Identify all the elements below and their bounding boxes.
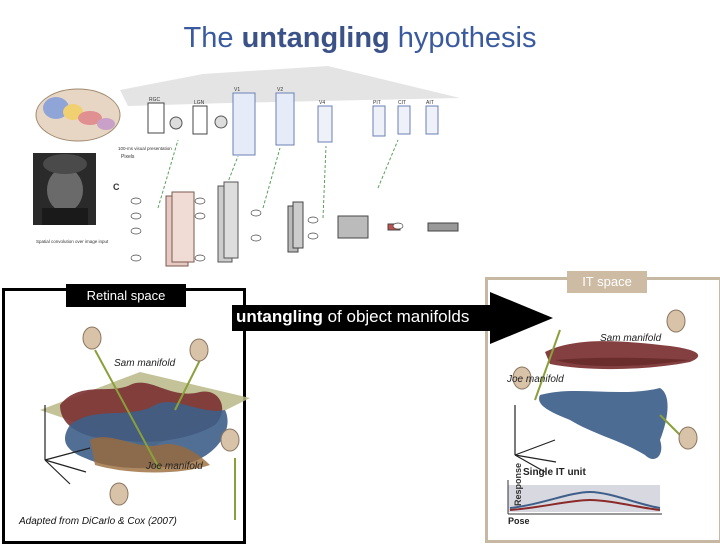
single-unit-label: Single IT unit <box>523 467 586 478</box>
retinal-space-panel <box>2 288 246 544</box>
spatial-label: Spatial convolution over image input <box>36 239 109 244</box>
projection-cone <box>120 66 460 106</box>
figure-credit: Adapted from DiCarlo & Cox (2007) <box>19 516 177 527</box>
ventral-stream-figure: RGC LGN V1 V2 V4 PIT CIT AIT Pixels 100-… <box>33 66 460 267</box>
arrow-emphasis: untangling <box>236 307 323 326</box>
portrait-photo <box>33 153 96 225</box>
title-text-end: hypothesis <box>389 22 537 54</box>
area-label-v1: V1 <box>234 87 240 93</box>
cnn-layer-stacks <box>165 181 459 267</box>
pose-axis-label: Pose <box>508 516 530 526</box>
joe-manifold-label-right: Joe manifold <box>507 374 564 385</box>
slide-title: The untangling hypothesis <box>0 22 720 55</box>
pixels-label: Pixels <box>121 154 135 160</box>
latency-label: 100-ms visual presentation <box>118 146 172 151</box>
area-label-cit: CIT <box>398 100 406 106</box>
area-label-v4: V4 <box>319 100 325 106</box>
area-label-rgc: RGC <box>149 97 161 103</box>
area-label-pit: PIT <box>373 100 381 106</box>
area-label-ait: AIT <box>426 100 434 106</box>
arrow-rest-text: of object manifolds <box>322 307 470 326</box>
operation-nodes <box>130 197 404 262</box>
joe-manifold-label-left: Joe manifold <box>146 461 203 472</box>
it-space-label: IT space <box>567 271 647 293</box>
untangling-arrow-label: untangling of object manifolds <box>236 307 469 327</box>
area-grids <box>147 92 439 156</box>
monkey-brain-icon <box>35 88 121 142</box>
title-emphasis: untangling <box>241 22 390 54</box>
area-label-lgn: LGN <box>194 100 205 106</box>
sam-manifold-label-left: Sam manifold <box>114 358 176 369</box>
panel-c-label: C <box>113 182 120 192</box>
sam-manifold-label-right: Sam manifold <box>600 333 662 344</box>
retinal-space-label: Retinal space <box>66 284 186 307</box>
area-label-v2: V2 <box>277 87 283 93</box>
title-text-start: The <box>183 22 242 54</box>
it-space-panel <box>485 277 720 543</box>
